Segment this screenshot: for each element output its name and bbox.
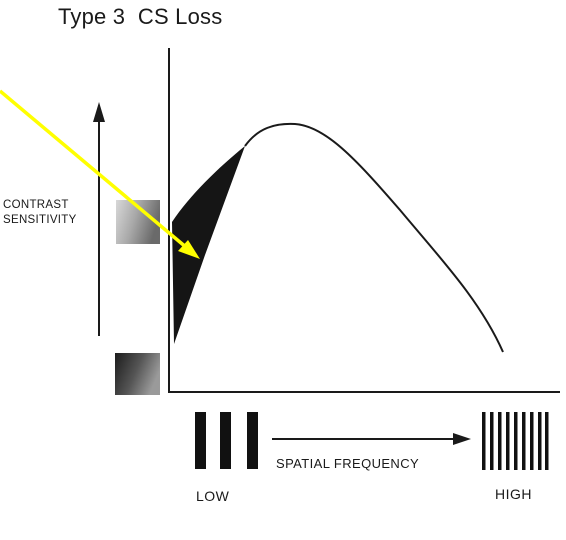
y-axis-label: CONTRAST SENSITIVITY (3, 198, 77, 228)
low-contrast-swatch (115, 353, 160, 395)
frequency-arrow-head (453, 433, 471, 445)
low-frequency-label: LOW (196, 488, 230, 504)
figure-title: Type 3 CS Loss (58, 4, 223, 29)
annotation-arrow-head (178, 240, 200, 259)
y-axis-label-line2: SENSITIVITY (3, 214, 77, 226)
x-axis-label: SPATIAL FREQUENCY (276, 456, 420, 471)
high-frequency-label: HIGH (495, 486, 532, 502)
annotation-arrow (0, 89, 189, 250)
y-axis-label-line1: CONTRAST (3, 199, 69, 211)
high-frequency-grating-icon (482, 412, 549, 470)
cs-loss-region (172, 146, 245, 344)
contrast-arrow-head (93, 102, 105, 122)
low-frequency-grating-icon (195, 412, 258, 469)
cs-curve (244, 122, 504, 353)
